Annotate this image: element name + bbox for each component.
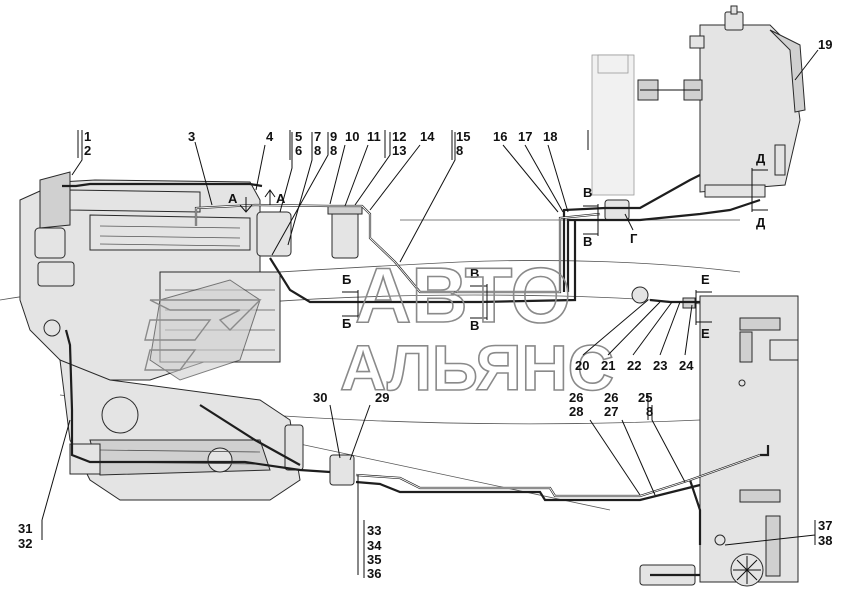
callout-22: 22 [627, 358, 641, 373]
callout-34: 34 [367, 538, 382, 553]
callout-3: 3 [188, 129, 195, 144]
callout-28: 28 [569, 404, 583, 419]
watermark-line-1: АВТО [355, 251, 571, 339]
section-mark-e-top: Е [701, 272, 710, 287]
callout-8b: 8 [330, 143, 337, 158]
callout-11: 11 [367, 129, 381, 144]
callout-35: 35 [367, 552, 381, 567]
fuel-tank-19 [637, 5, 806, 198]
callout-12: 12 [392, 129, 406, 144]
callout-13: 13 [392, 143, 406, 158]
callout-31: 31 [18, 521, 32, 536]
callout-16: 16 [493, 129, 507, 144]
callout-1: 1 [84, 129, 91, 144]
callout-33: 33 [367, 523, 381, 538]
section-mark-g: Г [630, 231, 638, 246]
components [43, 199, 726, 586]
callout-37: 37 [818, 518, 832, 533]
callout-6: 6 [295, 143, 302, 158]
callout-4: 4 [266, 129, 274, 144]
callout-7: 7 [314, 129, 321, 144]
callout-23: 23 [653, 358, 667, 373]
callout-18: 18 [543, 129, 557, 144]
section-mark-v-mid-top: В [470, 266, 479, 281]
fuel-tank-lower [699, 295, 799, 587]
callout-25: 25 [638, 390, 652, 405]
callout-10: 10 [345, 129, 359, 144]
section-mark-v-right-top: В [583, 185, 592, 200]
callout-5: 5 [295, 129, 302, 144]
callout-29: 29 [375, 390, 389, 405]
section-mark-e-bottom: Е [701, 326, 710, 341]
section-mark-v-right-bottom: В [583, 234, 592, 249]
callout-8d: 8 [646, 404, 653, 419]
callout-36: 36 [367, 566, 381, 581]
leader-lines [41, 49, 819, 578]
section-mark-a-left: А [228, 191, 238, 206]
section-mark-d-top: Д [756, 151, 766, 166]
callout-27: 27 [604, 404, 618, 419]
section-markers: А А Б Б В В В В Г Д Д Е Е [228, 151, 768, 341]
callout-21: 21 [601, 358, 615, 373]
callout-32: 32 [18, 536, 32, 551]
callout-labels: 1 2 3 4 5 6 7 8 9 8 10 11 12 13 14 15 8 … [18, 37, 832, 581]
watermark-line-2: АЛЬЯНС [340, 332, 614, 404]
callout-26b: 26 [604, 390, 618, 405]
engine [19, 171, 301, 501]
callout-8c: 8 [456, 143, 463, 158]
callout-38: 38 [818, 533, 832, 548]
callout-14: 14 [420, 129, 435, 144]
section-mark-b-top: Б [342, 272, 351, 287]
section-mark-b-bottom: Б [342, 316, 351, 331]
section-mark-d-bottom: Д [756, 215, 766, 230]
callout-30: 30 [313, 390, 327, 405]
callout-8a: 8 [314, 143, 321, 158]
callout-20: 20 [575, 358, 589, 373]
callout-19: 19 [818, 37, 832, 52]
callout-24: 24 [679, 358, 694, 373]
callout-15: 15 [456, 129, 470, 144]
callout-17: 17 [518, 129, 532, 144]
callout-26a: 26 [569, 390, 583, 405]
fuel-pipes [62, 174, 770, 577]
section-mark-v-mid-bottom: В [470, 318, 479, 333]
watermark: АВТО АЛЬЯНС [144, 250, 615, 405]
section-mark-a-right: А [276, 191, 286, 206]
callout-9: 9 [330, 129, 337, 144]
callout-2: 2 [84, 143, 91, 158]
